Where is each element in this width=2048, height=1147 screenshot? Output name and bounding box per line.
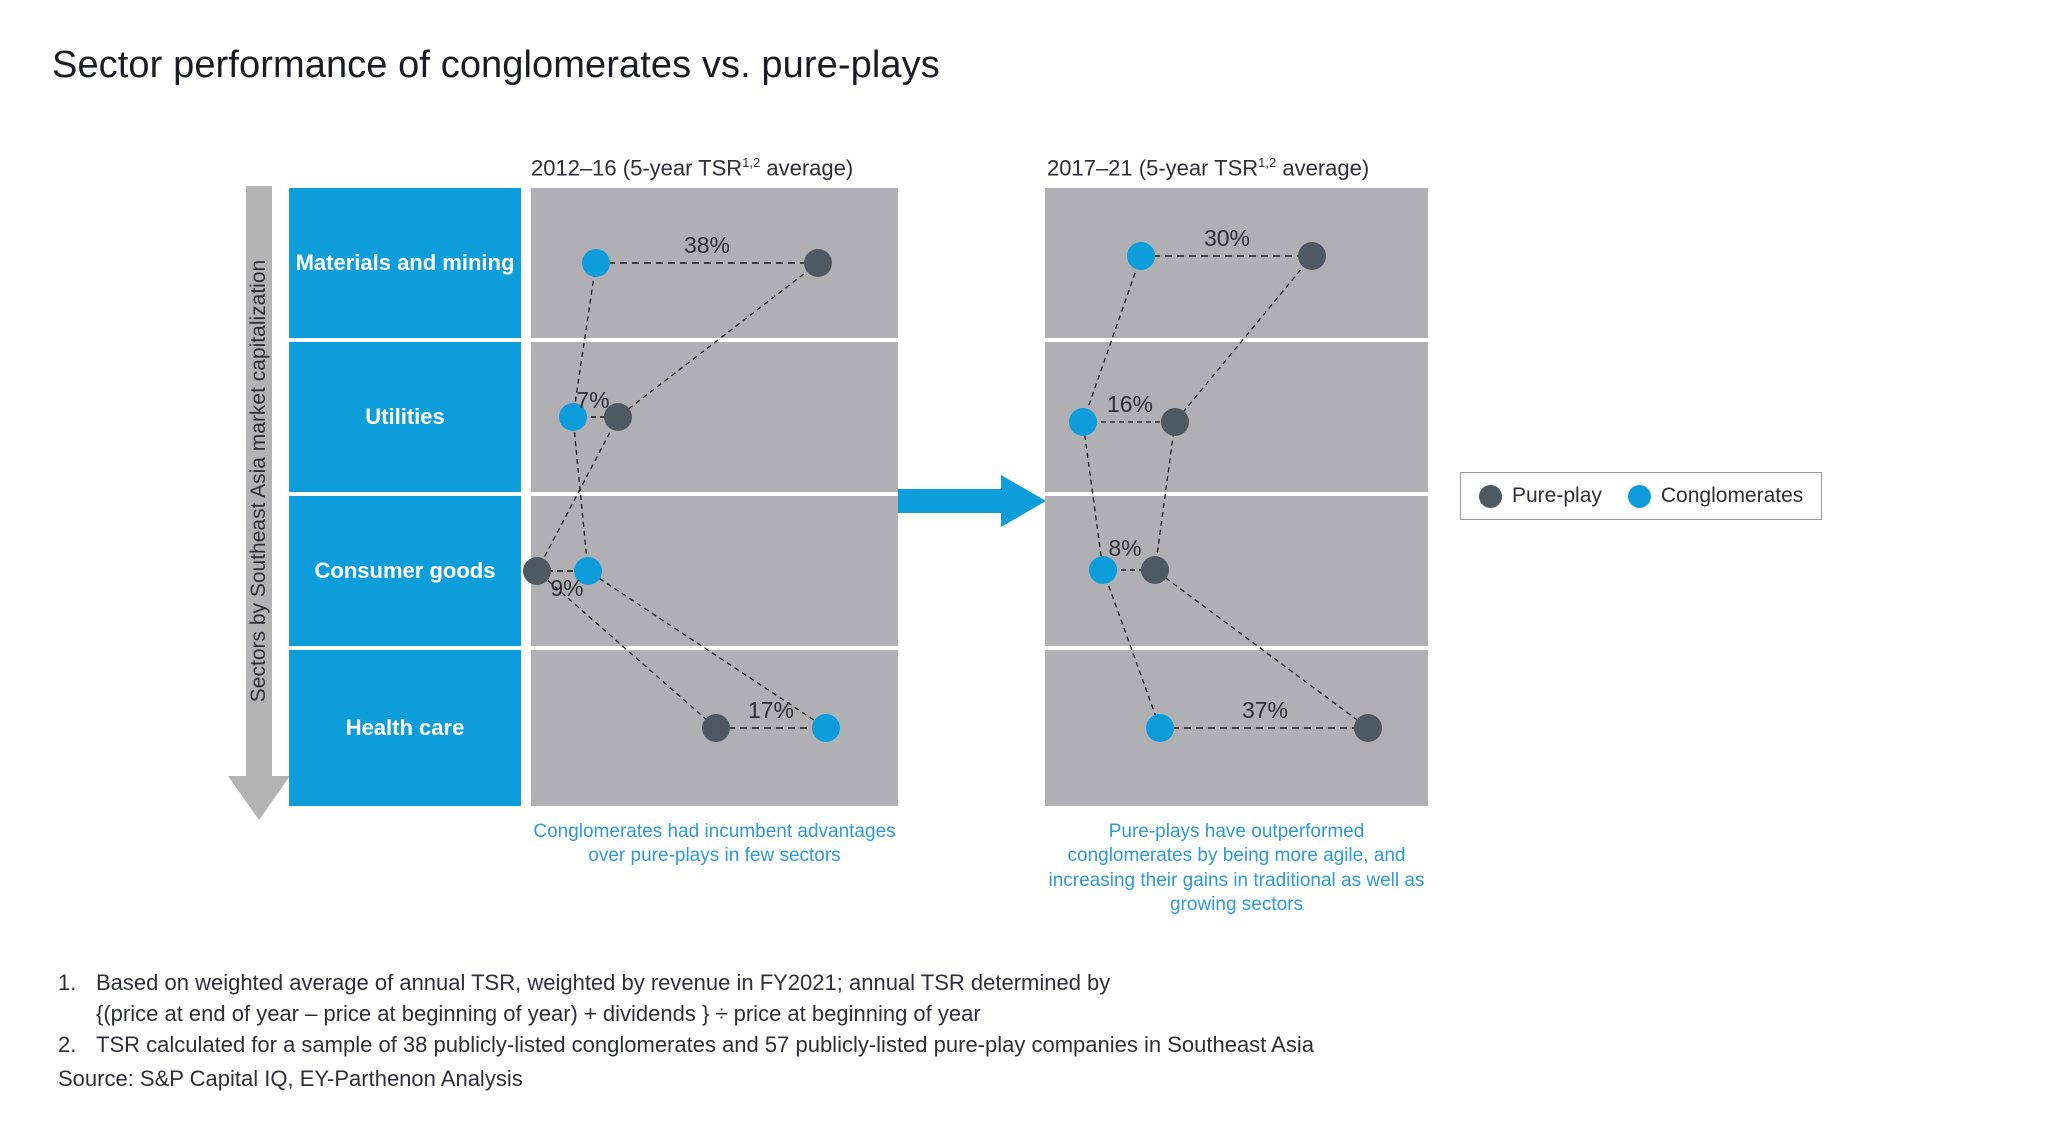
panel-header-years: 2012–16 — [531, 155, 617, 181]
y-axis-arrow-head-icon — [228, 776, 290, 820]
footnote-text: TSR calculated for a sample of 38 public… — [96, 1031, 1314, 1057]
legend-item-conglomerates[interactable]: Conglomerates — [1627, 484, 1804, 508]
legend: Pure-play Conglomerates — [1460, 472, 1823, 520]
marker-pure-play-health-care — [1354, 714, 1382, 742]
sector-box-materials-and-mining: Materials and mining — [289, 188, 521, 338]
footnote-1-continuation: {(price at end of year – price at beginn… — [96, 1000, 981, 1026]
marker-conglomerate-materials-and-mining — [1127, 242, 1155, 270]
legend-dot-conglomerates-icon — [1627, 484, 1651, 508]
legend-item-pure-play[interactable]: Pure-play — [1479, 484, 1602, 508]
gap-label-utilities: 7% — [576, 387, 609, 413]
panel-header-years: 2017–21 — [1047, 155, 1133, 181]
chart-panel-2012-16: 38% 7% 9% 17% — [523, 186, 898, 806]
marker-pure-play-materials-and-mining — [804, 249, 832, 277]
transition-arrow-icon — [898, 475, 1046, 527]
chart-svg-left: 38% 7% 9% 17% — [523, 232, 840, 742]
y-axis-arrow-shaft — [246, 186, 272, 776]
panel-caption-2017-21: Pure-plays have outperformed conglomerat… — [1048, 821, 1425, 915]
connector-line-pure-play — [1154, 255, 1369, 729]
connector-line-pure-play — [536, 262, 819, 729]
sector-box-utilities: Utilities — [289, 342, 521, 492]
sector-label: Materials and mining — [295, 249, 515, 275]
gap-label-health-care: 17% — [748, 697, 794, 723]
footnote-2: 2. TSR calculated for a sample of 38 pub… — [58, 1030, 1314, 1061]
legend-label: Conglomerates — [1660, 484, 1804, 507]
panel-row-utilities — [1045, 342, 1428, 492]
sector-label: Utilities — [365, 403, 445, 429]
marker-pure-play-health-care — [702, 714, 730, 742]
legend-dot-pure-play-icon — [1479, 484, 1502, 508]
footnote-1: 1. Based on weighted average of annual T… — [58, 968, 1314, 999]
marker-pure-play-utilities — [1161, 408, 1189, 436]
footnotes: 1. Based on weighted average of annual T… — [58, 968, 1314, 1095]
panel-header-tail: average) — [760, 155, 854, 181]
marker-conglomerate-consumer-goods — [1089, 556, 1117, 584]
panel-header-rest: (5-year TSR — [616, 155, 743, 181]
marker-pure-play-consumer-goods — [523, 557, 551, 585]
gap-label-utilities: 16% — [1107, 391, 1153, 417]
panel-header-2012-16: 2012–16 (5-year TSR1,2 average) — [531, 155, 853, 181]
panel-header-tail: average) — [1276, 155, 1370, 181]
chart-svg-right: 30% 16% 8% 37% — [1069, 225, 1382, 742]
y-axis-label: Sectors by Southeast Asia market capital… — [247, 259, 270, 703]
marker-pure-play-utilities — [604, 403, 632, 431]
footnote-number: 2. — [58, 1031, 77, 1057]
panel-header-rest: (5-year TSR — [1132, 155, 1259, 181]
page-title: Sector performance of conglomerates vs. … — [52, 44, 940, 86]
connector-line-conglomerates — [572, 262, 827, 729]
sector-label: Health care — [345, 714, 465, 740]
marker-conglomerate-utilities — [559, 403, 587, 431]
panel-caption-2012-16: Conglomerates had incumbent advantages o… — [533, 821, 896, 867]
marker-conglomerate-consumer-goods — [574, 557, 602, 585]
source-line: Source: S&P Capital IQ, EY-Parthenon Ana… — [58, 1066, 523, 1092]
marker-conglomerate-health-care — [812, 714, 840, 742]
panel-header-2017-21: 2017–21 (5-year TSR1,2 average) — [1047, 155, 1369, 181]
sector-box-consumer-goods: Consumer goods — [289, 496, 521, 646]
marker-conglomerate-health-care — [1146, 714, 1174, 742]
marker-pure-play-materials-and-mining — [1298, 242, 1326, 270]
panel-header-footnote-ref: 1,2 — [1258, 155, 1277, 170]
gap-label-consumer-goods: 8% — [1108, 535, 1141, 561]
gap-label-consumer-goods: 9% — [550, 575, 583, 601]
sector-label: Consumer goods — [314, 557, 496, 583]
marker-conglomerate-utilities — [1069, 408, 1097, 436]
marker-pure-play-consumer-goods — [1141, 556, 1169, 584]
marker-conglomerate-materials-and-mining — [582, 249, 610, 277]
gap-label-health-care: 37% — [1242, 697, 1288, 723]
gap-label-materials-and-mining: 38% — [684, 232, 730, 258]
footnote-number: 1. — [58, 970, 77, 995]
panel-row-materials-and-mining — [1045, 188, 1428, 338]
footnote-text: Based on weighted average of annual TSR,… — [96, 970, 1111, 995]
legend-label: Pure-play — [1512, 484, 1602, 507]
gap-label-materials-and-mining: 30% — [1204, 225, 1250, 251]
panel-header-footnote-ref: 1,2 — [742, 155, 761, 170]
chart-panel-2017-21: 30% 16% 8% 37% — [1045, 186, 1428, 806]
connector-line-conglomerates — [1082, 255, 1161, 729]
sector-box-health-care: Health care — [289, 650, 521, 806]
